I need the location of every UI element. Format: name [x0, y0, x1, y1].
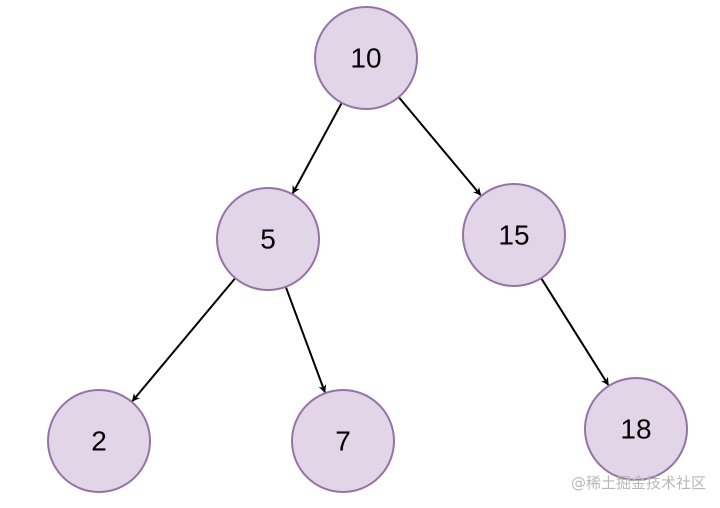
- edge-n10-n5: [291, 102, 343, 194]
- node-label: 5: [260, 224, 276, 255]
- node-circle: [291, 389, 395, 493]
- tree-node-5: 5: [216, 187, 320, 291]
- tree-node-18: 18: [584, 377, 688, 481]
- edge-n15-n18: [540, 277, 610, 386]
- node-label: 2: [91, 426, 107, 457]
- node-circle: [47, 389, 151, 493]
- node-circle: [584, 377, 688, 481]
- node-circle: [216, 187, 320, 291]
- node-label: 15: [498, 220, 529, 251]
- nodes-layer: 10 5 15 2 7 18: [47, 6, 688, 493]
- tree-node-2: 2: [47, 389, 151, 493]
- node-label: 7: [335, 426, 351, 457]
- edge-n5-n2: [131, 277, 237, 402]
- edge-n5-n7: [284, 286, 327, 394]
- tree-node-15: 15: [462, 183, 566, 287]
- edges-layer: [131, 96, 610, 402]
- tree-node-10: 10: [314, 6, 418, 110]
- tree-node-7: 7: [291, 389, 395, 493]
- edge-n10-n15: [397, 96, 482, 196]
- node-circle: [314, 6, 418, 110]
- watermark-text: @稀土掘金技术社区: [570, 474, 706, 492]
- node-label: 10: [350, 43, 381, 74]
- node-circle: [462, 183, 566, 287]
- node-label: 18: [620, 414, 651, 445]
